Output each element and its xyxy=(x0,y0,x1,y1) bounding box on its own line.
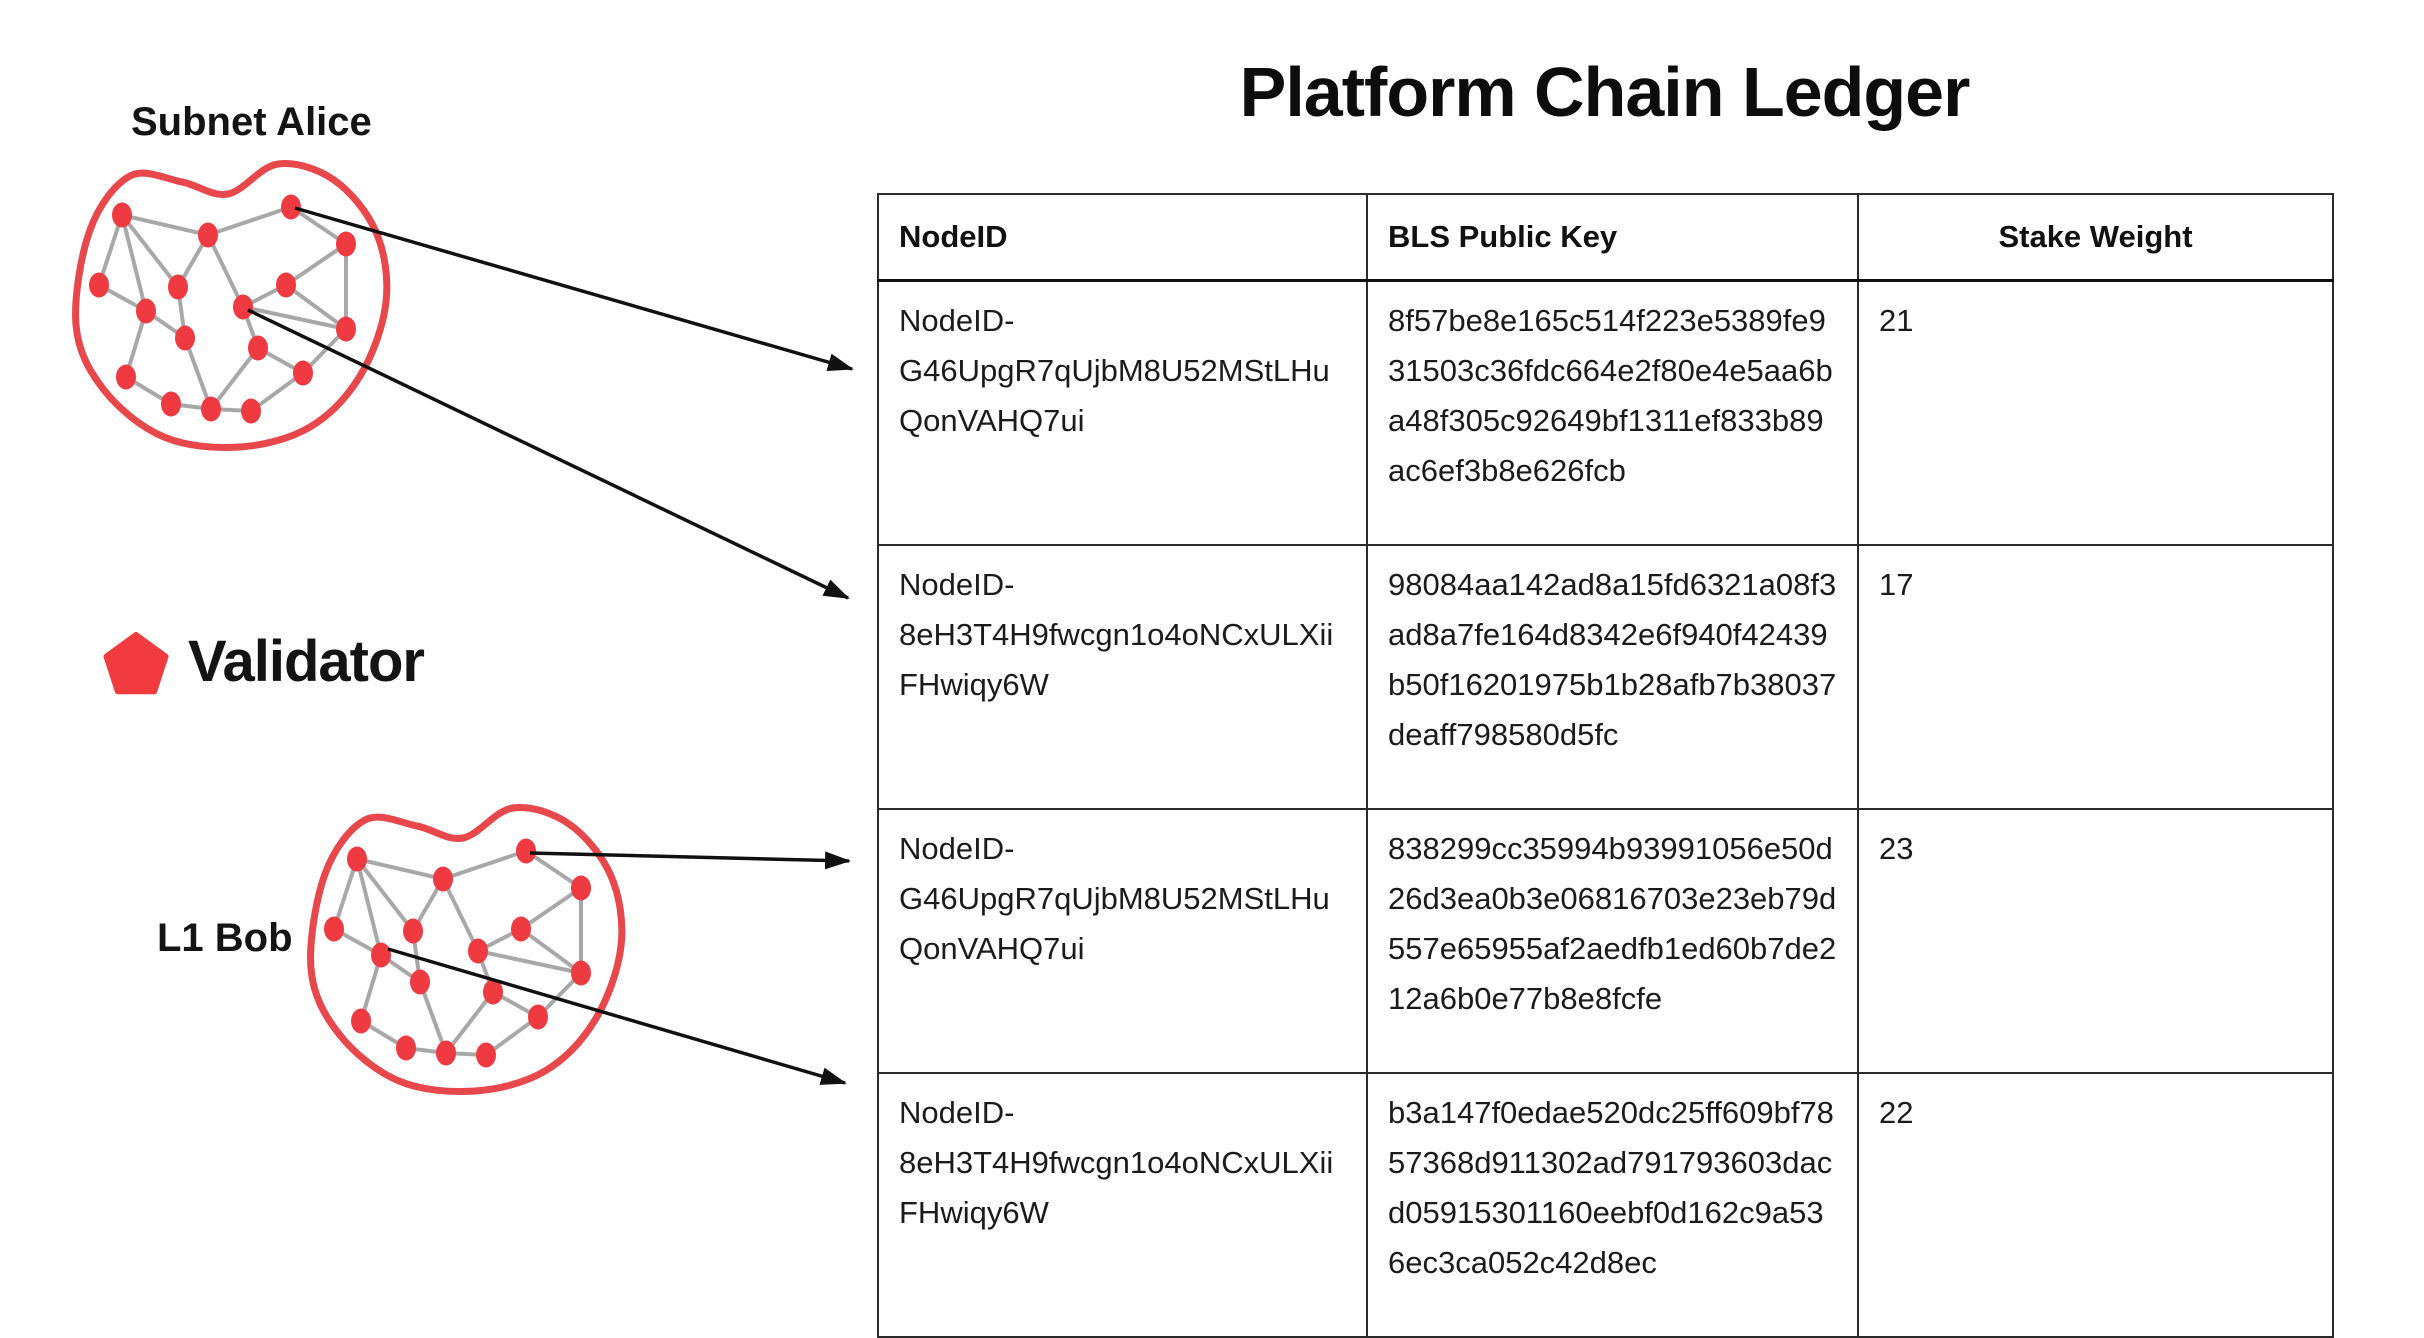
platform-chain-ledger-table: NodeID BLS Public Key Stake Weight NodeI… xyxy=(877,193,2334,1338)
peer-link xyxy=(332,858,359,930)
peer-link xyxy=(484,1015,540,1057)
validator-node-icon xyxy=(511,916,531,942)
validator-node-icon xyxy=(89,272,109,298)
validator-node-icon xyxy=(336,316,356,342)
subnet-alice-network xyxy=(72,160,391,452)
validator-node-icon xyxy=(516,838,536,864)
peer-link xyxy=(284,242,348,287)
nodeid-cell: NodeID-G46UpgR7qUjbM8U52MStLHuQonVAHQ7ui xyxy=(877,279,1368,546)
validator-node-icon xyxy=(468,938,488,964)
validator-node-icon xyxy=(483,979,503,1005)
validator-node-icon xyxy=(161,391,181,417)
peer-link xyxy=(97,214,124,286)
table-header-row: NodeID BLS Public Key Stake Weight xyxy=(877,193,2334,282)
validator-node-icon xyxy=(116,364,136,390)
subnet-boundary-blob xyxy=(307,804,626,1096)
validator-node-icon xyxy=(347,846,367,872)
column-header-bls-key: BLS Public Key xyxy=(1366,193,1859,282)
stake-weight-cell: 23 xyxy=(1857,808,2334,1074)
nodeid-cell: NodeID-8eH3T4H9fwcgn1o4oNCxULXiiFHwiqy6W xyxy=(877,544,1368,810)
peer-link xyxy=(183,337,213,410)
nodeid-cell: NodeID-8eH3T4H9fwcgn1o4oNCxULXiiFHwiqy6W xyxy=(877,1072,1368,1338)
table-row: NodeID-8eH3T4H9fwcgn1o4oNCxULXiiFHwiqy6W… xyxy=(877,544,2334,810)
table-row: NodeID-8eH3T4H9fwcgn1o4oNCxULXiiFHwiqy6W… xyxy=(877,1072,2334,1338)
validator-node-icon xyxy=(396,1035,416,1061)
validator-node-icon xyxy=(324,916,344,942)
validator-node-icon xyxy=(571,960,591,986)
peer-link xyxy=(519,927,583,975)
subnet-boundary-blob xyxy=(72,160,391,452)
validator-node-icon xyxy=(136,298,156,324)
validator-node-icon xyxy=(410,969,430,995)
validator-node-icon xyxy=(371,942,391,968)
validator-node-icon xyxy=(436,1040,456,1066)
peer-link xyxy=(120,213,180,289)
validator-node-icon xyxy=(168,274,188,300)
validator-node-icon xyxy=(248,335,268,361)
validator-node-icon xyxy=(233,294,253,320)
l1-bob-label: L1 Bob xyxy=(157,916,293,960)
peer-link xyxy=(284,283,348,331)
peer-link xyxy=(249,371,305,413)
validator-node-icon xyxy=(476,1042,496,1068)
stake-weight-cell: 22 xyxy=(1857,1072,2334,1338)
validator-node-icon xyxy=(351,1008,371,1034)
arrow-bob-row4 xyxy=(387,947,847,1085)
validator-node-icon xyxy=(293,360,313,386)
network-diagram xyxy=(72,160,854,1096)
stake-weight-cell: 21 xyxy=(1857,279,2334,546)
peer-link xyxy=(524,849,583,890)
validator-node-icon xyxy=(276,272,296,298)
arrow-alice-row2 xyxy=(247,308,850,600)
validator-node-icon xyxy=(403,918,423,944)
table-row: NodeID-G46UpgR7qUjbM8U52MStLHuQonVAHQ7ui… xyxy=(877,808,2334,1074)
page-title: Platform Chain Ledger xyxy=(1239,53,1971,131)
arrow-alice-row1 xyxy=(294,206,854,371)
peer-link xyxy=(441,878,480,952)
peer-link xyxy=(289,205,348,246)
peer-link xyxy=(519,886,583,931)
peer-link xyxy=(355,857,415,933)
subnet-alice-label: Subnet Alice xyxy=(131,100,372,144)
validator-node-icon xyxy=(175,325,195,351)
arrow-bob-row3 xyxy=(529,851,851,870)
bls-key-cell: b3a147f0edae520dc25ff609bf7857368d911302… xyxy=(1366,1072,1859,1338)
peer-link xyxy=(209,346,260,411)
peer-link xyxy=(418,981,448,1054)
peer-link xyxy=(120,214,148,312)
peer-link xyxy=(442,849,527,881)
validator-node-icon xyxy=(528,1004,548,1030)
nodeid-cell: NodeID-G46UpgR7qUjbM8U52MStLHuQonVAHQ7ui xyxy=(877,808,1368,1074)
stake-weight-cell: 17 xyxy=(1857,544,2334,810)
validator-pentagon-icon xyxy=(103,632,169,695)
bls-key-cell: 8f57be8e165c514f223e5389fe931503c36fdc66… xyxy=(1366,279,1859,546)
column-header-nodeid: NodeID xyxy=(877,193,1368,282)
peer-link xyxy=(121,213,209,237)
validator-node-icon xyxy=(571,875,591,901)
peer-link xyxy=(356,857,444,881)
validator-node-icon xyxy=(241,398,261,424)
bls-key-cell: 98084aa142ad8a15fd6321a08f3ad8a7fe164d83… xyxy=(1366,544,1859,810)
validator-node-icon xyxy=(112,202,132,228)
table-row: NodeID-G46UpgR7qUjbM8U52MStLHuQonVAHQ7ui… xyxy=(877,279,2334,546)
peer-link xyxy=(444,990,495,1055)
validator-node-icon xyxy=(336,231,356,257)
peer-link xyxy=(242,305,347,331)
peer-link xyxy=(477,949,582,975)
validator-node-icon xyxy=(198,222,218,248)
peer-link xyxy=(355,858,383,956)
peer-link xyxy=(207,205,292,237)
bls-key-cell: 838299cc35994b93991056e50d26d3ea0b3e0681… xyxy=(1366,808,1859,1074)
validator-legend-label: Validator xyxy=(188,629,425,694)
validator-node-icon xyxy=(201,396,221,422)
l1-bob-network xyxy=(307,804,626,1096)
validator-node-icon xyxy=(433,866,453,892)
validator-node-icon xyxy=(281,194,301,220)
peer-link xyxy=(206,234,245,308)
column-header-stake-weight: Stake Weight xyxy=(1857,193,2334,282)
